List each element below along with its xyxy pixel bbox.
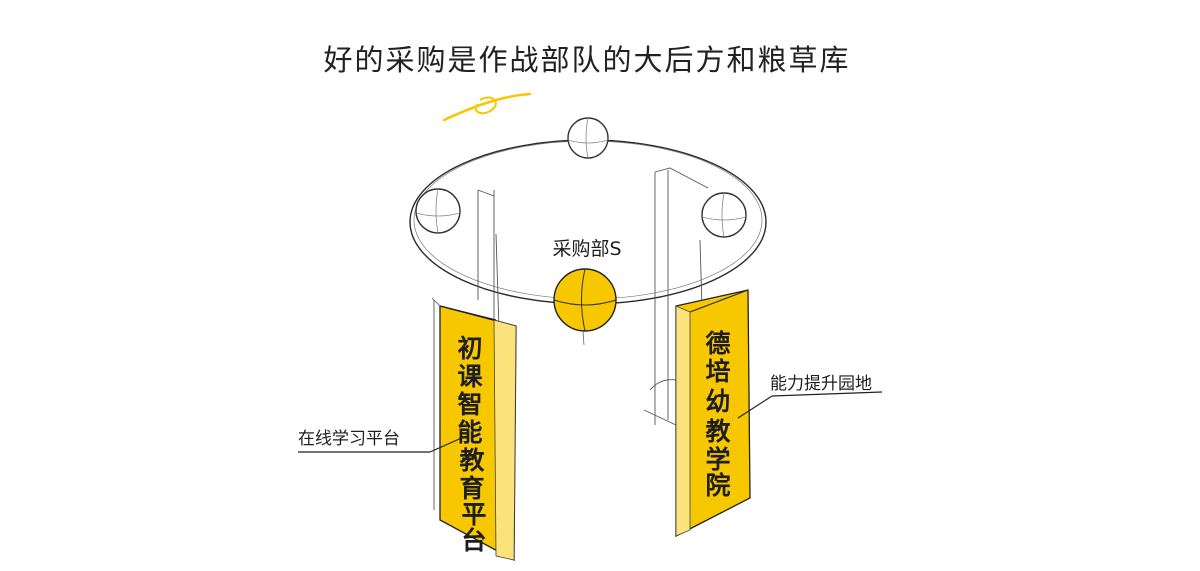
left-banner-text: 初 课 智 能 教 育 平 台: [457, 334, 486, 555]
left-banner-char: 台: [461, 526, 486, 555]
right-banner-text: 德 培 幼 教 学 院: [705, 329, 731, 500]
title-flourish: [442, 92, 532, 122]
top-sphere: [567, 117, 609, 159]
left-banner-char: 课: [457, 362, 483, 391]
left-banner-char: 能: [457, 418, 482, 447]
right-banner-char: 培: [705, 357, 730, 386]
right-banner-char: 教: [705, 417, 731, 446]
left-banner-char: 育: [459, 474, 484, 503]
right-banner-char: 学: [705, 445, 730, 474]
right-sphere: [701, 192, 747, 238]
left-banner-char: 教: [459, 446, 485, 475]
left-banner-char: 智: [457, 390, 482, 419]
left-banner-char: 平: [461, 500, 486, 529]
diagram-title: 好的采购是作战部队的大后方和粮草库: [323, 43, 850, 77]
right-banner-char: 院: [705, 471, 730, 500]
left-banner: 初 课 智 能 教 育 平 台: [431, 297, 517, 562]
left-banner-char: 初: [457, 334, 482, 363]
center-sphere: [553, 268, 617, 346]
right-callout-text: 能力提升园地: [770, 374, 872, 394]
right-banner-char: 德: [705, 329, 730, 358]
left-callout: 在线学习平台: [298, 429, 467, 453]
left-callout-text: 在线学习平台: [298, 429, 400, 449]
center-label: 采购部S: [552, 238, 621, 260]
right-banner: 德 培 幼 教 学 院: [675, 289, 751, 538]
right-callout: 能力提升园地: [737, 374, 883, 419]
right-banner-char: 幼: [705, 387, 730, 416]
left-sphere: [415, 188, 461, 234]
